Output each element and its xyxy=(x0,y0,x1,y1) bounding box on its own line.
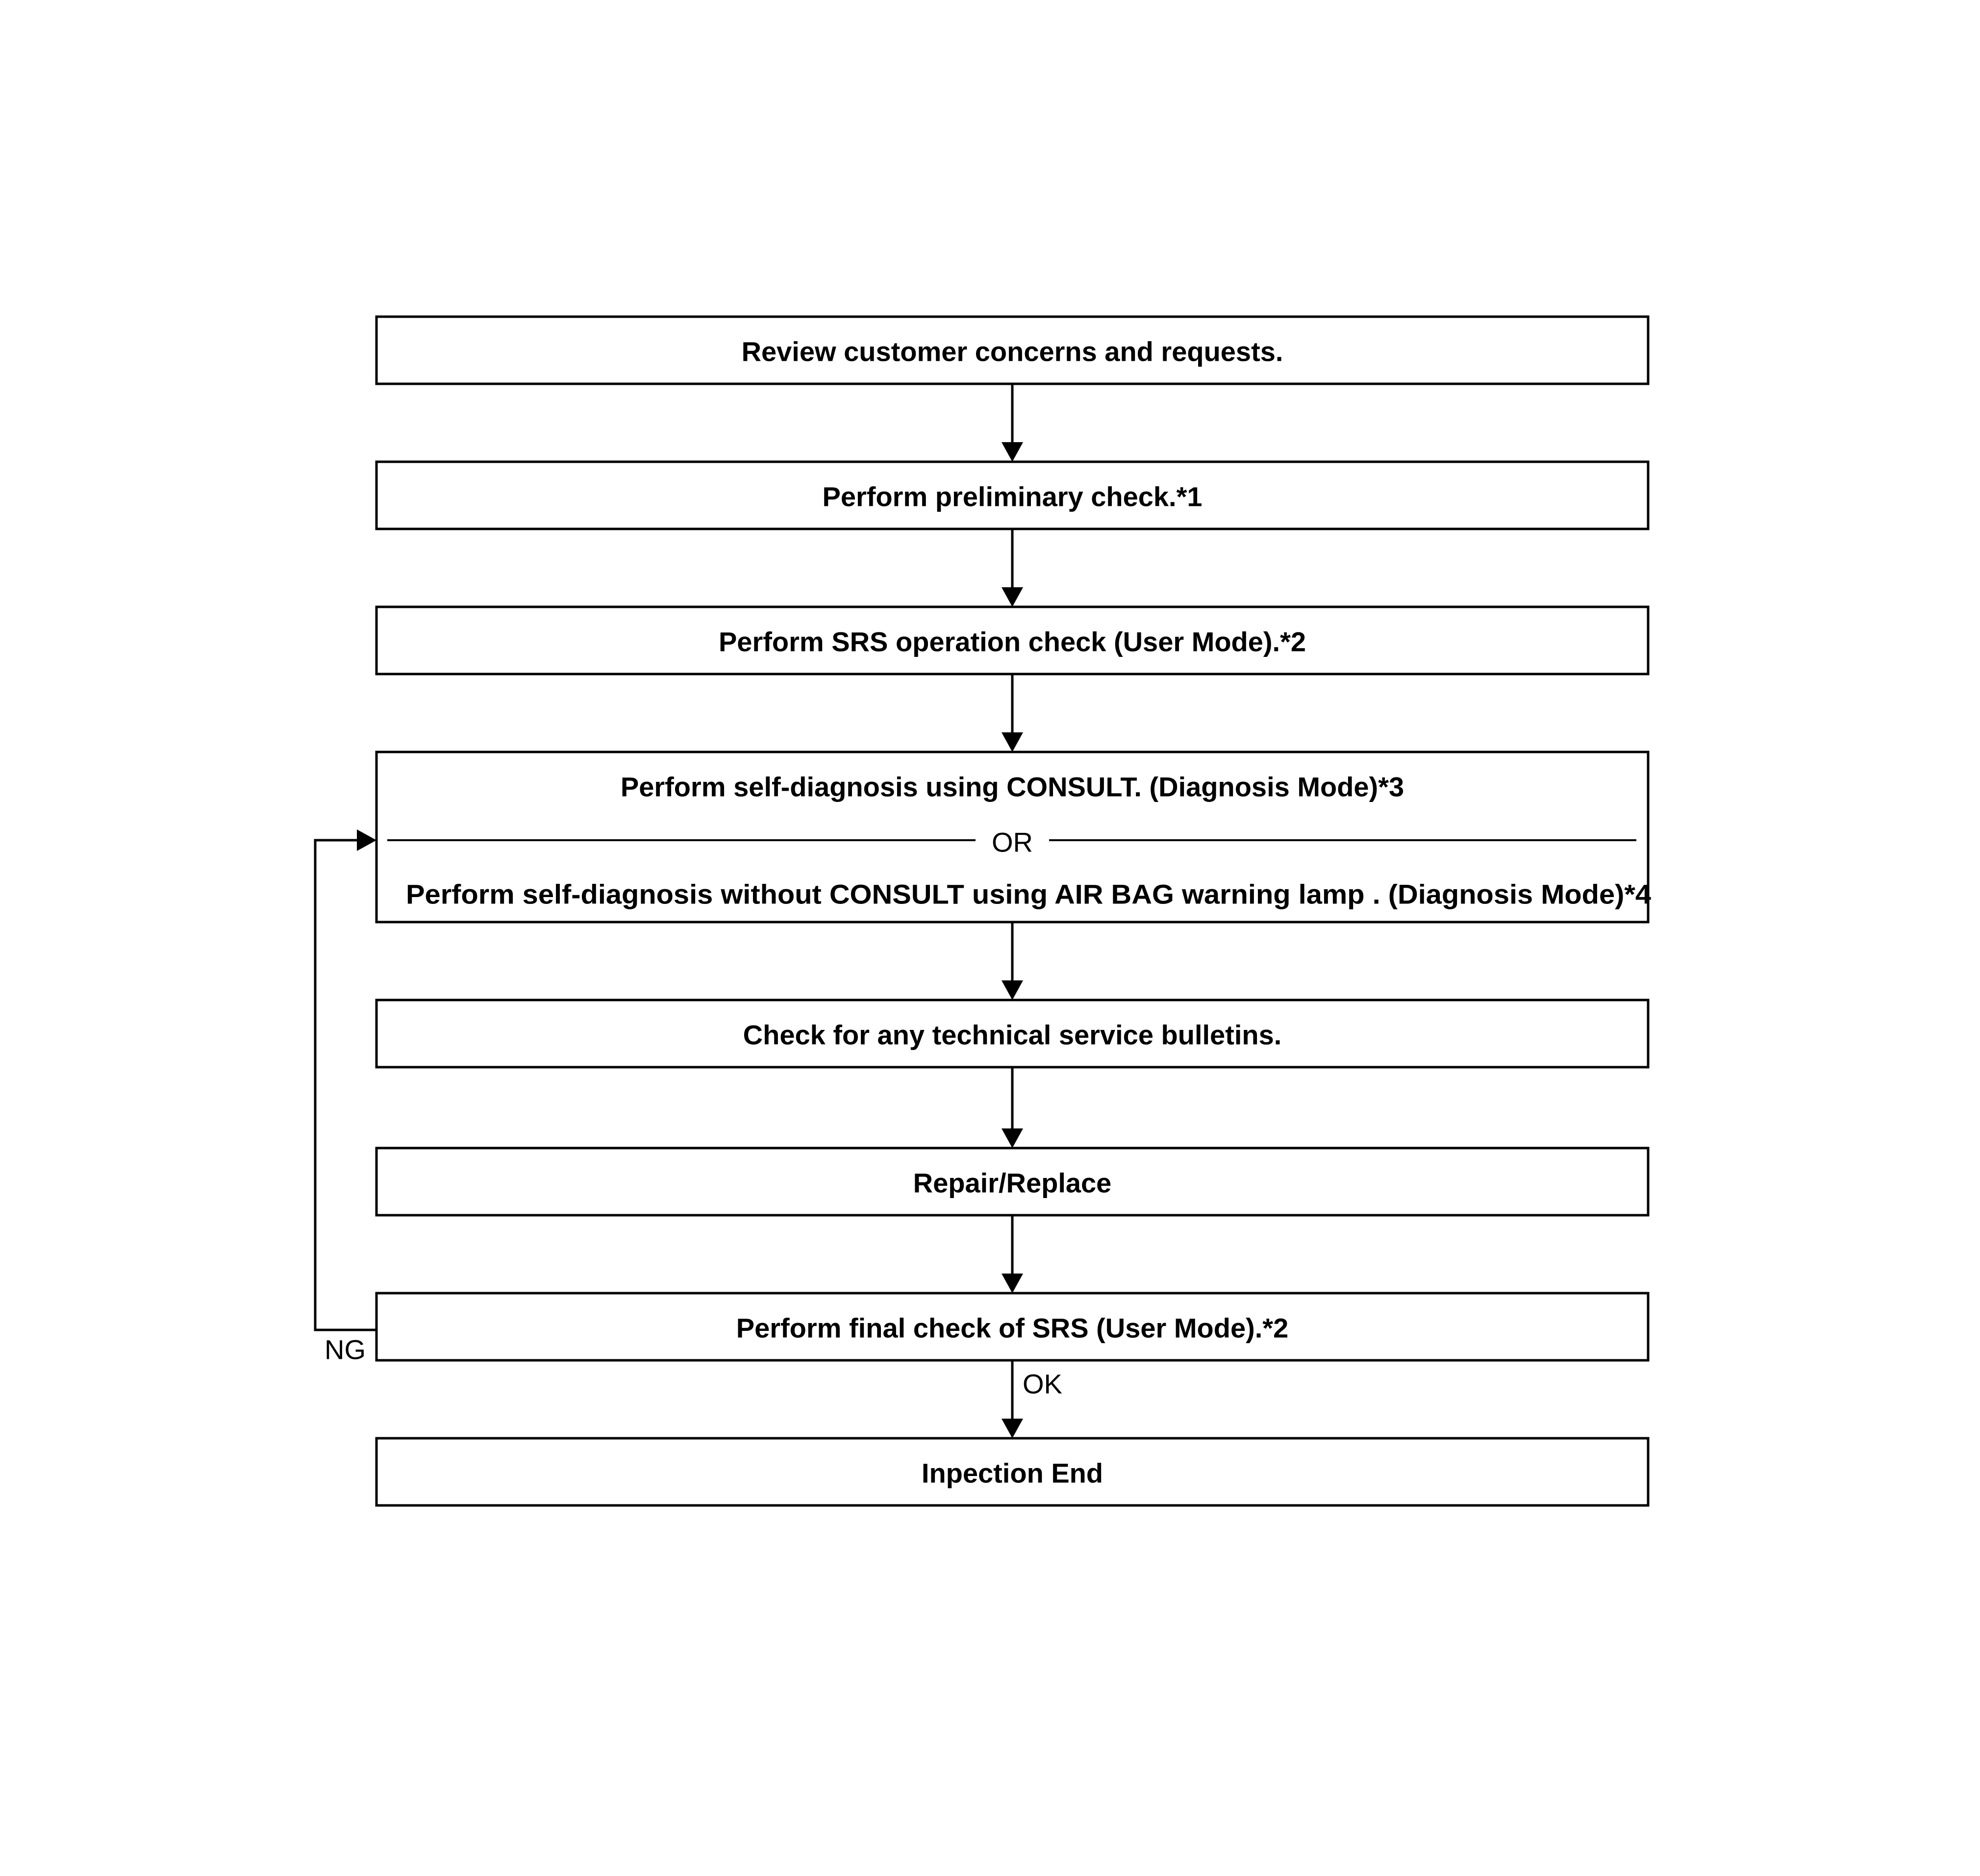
step-final-check-label: Perform final check of SRS (User Mode).*… xyxy=(736,1313,1289,1344)
step-preliminary-label: Perform preliminary check.*1 xyxy=(822,481,1202,512)
arrowhead-ng-loop xyxy=(357,829,376,851)
arrowhead-preliminary xyxy=(1002,442,1023,462)
step-operation-label: Perform SRS operation check (User Mode).… xyxy=(719,626,1306,657)
ok-branch-label: OK xyxy=(1023,1369,1062,1400)
arrowhead-final-check xyxy=(1002,1274,1023,1293)
step-self-diagnosis-consult-label: Perform self-diagnosis using CONSULT. (D… xyxy=(621,772,1404,802)
step-self-diagnosis-lamp-label: Perform self-diagnosis without CONSULT u… xyxy=(406,879,1651,910)
arrowhead-bulletins xyxy=(1002,980,1023,1000)
step-review-label: Review customer concerns and requests. xyxy=(742,336,1283,367)
step-bulletins-label: Check for any technical service bulletin… xyxy=(743,1020,1282,1051)
arrow-ng-loop-back xyxy=(314,839,376,1331)
arrowhead-operation xyxy=(1002,587,1023,607)
step-repair-label: Repair/Replace xyxy=(913,1168,1112,1199)
or-divider-label: OR xyxy=(992,827,1033,858)
arrowhead-repair xyxy=(1002,1128,1023,1148)
step-end-label: Inpection End xyxy=(922,1458,1103,1489)
ng-branch-label: NG xyxy=(325,1334,366,1365)
arrowhead-end xyxy=(1002,1419,1023,1438)
arrowhead-self-diagnosis xyxy=(1002,732,1023,752)
